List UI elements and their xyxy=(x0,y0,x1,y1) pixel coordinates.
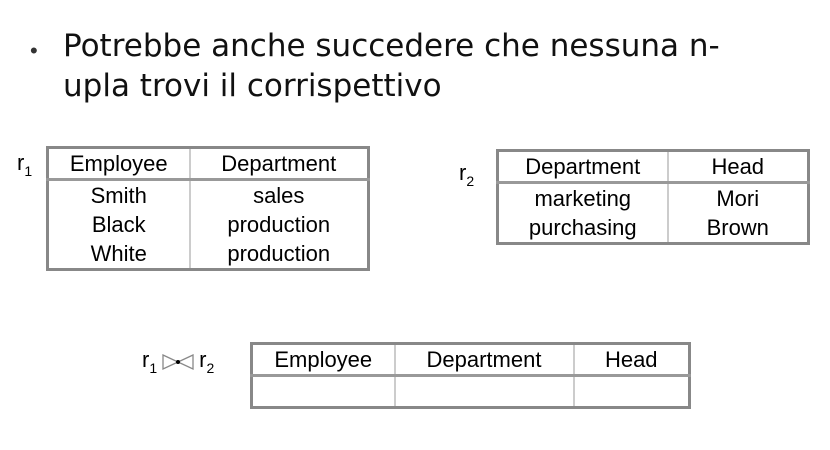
table-cell: purchasing xyxy=(528,215,637,240)
table-row: Smith sales xyxy=(48,179,369,210)
column-header: Department xyxy=(188,147,369,181)
table-cell xyxy=(572,375,690,408)
table-cell: Black xyxy=(91,212,146,237)
table-cell: Brown xyxy=(666,213,809,244)
table-row xyxy=(252,375,690,408)
join-expression: r1 r2 xyxy=(142,347,214,376)
bullet-icon: • xyxy=(30,38,38,63)
column-header: Head xyxy=(572,343,690,377)
bullet-text: Potrebbe anche succedere che nessuna n- … xyxy=(63,26,823,106)
column-header: Employee xyxy=(47,147,190,181)
table-cell: production xyxy=(188,210,369,239)
table-cell: Mori xyxy=(666,182,809,213)
table-cell: Smith xyxy=(90,183,147,208)
join-left-operand: r1 xyxy=(142,347,158,376)
column-header: Employee xyxy=(251,343,395,377)
table-cell: White xyxy=(90,241,147,266)
natural-join-icon xyxy=(162,353,194,370)
column-header: Department xyxy=(393,343,574,377)
table-row: marketing Mori xyxy=(498,182,809,213)
table-row: purchasing Brown xyxy=(498,213,809,244)
bullet-text-line2: upla trovi il corrispettivo xyxy=(63,68,442,104)
relation-r1-label: r1 xyxy=(17,150,33,179)
table-cell: marketing xyxy=(534,186,632,211)
relation-r2-label: r2 xyxy=(459,160,475,189)
table-cell: sales xyxy=(188,179,369,210)
column-header: Head xyxy=(666,150,809,184)
join-right-operand: r2 xyxy=(199,347,215,376)
table-cell: production xyxy=(188,239,369,270)
bullet-text-line1: Potrebbe anche succedere che nessuna n- xyxy=(63,28,720,64)
table-cell xyxy=(393,375,574,408)
column-header: Department xyxy=(497,150,668,184)
table-cell xyxy=(252,376,395,408)
table-row: White production xyxy=(48,239,369,270)
table-row: Black production xyxy=(48,210,369,239)
